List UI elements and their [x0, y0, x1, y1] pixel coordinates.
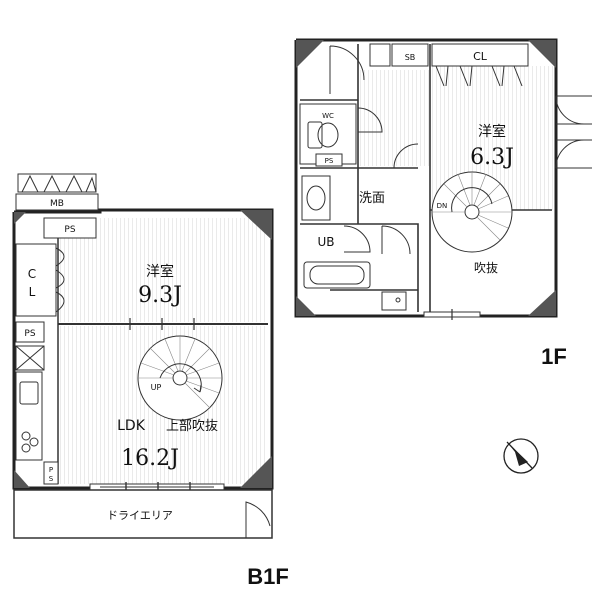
- f1-window-bottom: [423, 309, 481, 320]
- b1f-ps-mid-label: PS: [24, 329, 35, 339]
- f1-corner-bl: [296, 296, 316, 316]
- b1f-dry-area-box: [13, 489, 273, 539]
- f1-hall-floor: [360, 70, 430, 166]
- b1f-ps-top-box: [43, 217, 97, 239]
- washbasin-icon: [301, 175, 331, 221]
- b1f-closet-doors: [55, 247, 65, 313]
- toilet-icon: [307, 121, 339, 149]
- b1f-corner-br: [240, 456, 272, 488]
- b1f-corner-bl: [14, 470, 30, 488]
- f1-stair-down-label: DN: [437, 202, 448, 210]
- f1-sb-box: [391, 43, 429, 67]
- f1-wc-door: [357, 107, 383, 133]
- f1-drain-box: [381, 291, 407, 311]
- b1f-mb-label: MB: [50, 199, 64, 209]
- b1f-ps-bottom-box: [43, 461, 59, 485]
- b1f-western-room-size: 9.3J: [138, 283, 182, 308]
- b1f-stair-up-label: UP: [151, 383, 162, 392]
- b1f-western-room-name: 洋室: [146, 263, 174, 280]
- b1f-partition-ticks: [129, 318, 195, 330]
- north-arrow-icon: [503, 438, 539, 474]
- stove-burner-icon: [21, 431, 31, 441]
- f1-washroom-door: [393, 143, 419, 169]
- b1f-ps-bottom-label-2: S: [49, 475, 54, 483]
- f1-floor-label: 1F: [541, 344, 567, 369]
- f1-plan: SB CL WC PS 洗面 UB: [294, 38, 592, 369]
- b1f-floor-label: B1F: [247, 564, 289, 589]
- b1f-spiral-stair: [137, 335, 223, 421]
- f1-spiral-stair: [431, 171, 513, 253]
- b1f-corner-tl: [14, 212, 26, 224]
- f1-entry-door: [329, 45, 365, 94]
- f1-window-right: [555, 95, 592, 169]
- b1f-ps-bottom-label-1: P: [49, 466, 53, 474]
- f1-ps-box: [315, 153, 343, 167]
- f1-closet-doors: [435, 65, 523, 87]
- f1-closet-label: CL: [473, 50, 488, 63]
- b1f-corner-tr: [240, 210, 272, 240]
- b1f-ps-mid-box: [15, 321, 45, 343]
- f1-ub-door: [343, 225, 371, 253]
- f1-ps-label: PS: [325, 157, 334, 165]
- f1-washroom-label: 洗面: [359, 191, 385, 206]
- f1-ub-label: UB: [317, 235, 334, 249]
- f1-sb-label: SB: [405, 53, 416, 62]
- b1f-dry-area-label: ドライエリア: [107, 509, 173, 522]
- b1f-ldk-note: 上部吹抜: [166, 418, 218, 434]
- b1f-closet-box: [15, 243, 57, 317]
- f1-western-room-name: 洋室: [478, 123, 506, 140]
- f1-western-room-size: 6.3J: [470, 145, 514, 170]
- f1-closet-box: [431, 43, 529, 67]
- b1f-closet-label-2: L: [29, 285, 36, 299]
- b1f-shaft-box: [15, 345, 45, 371]
- f1-corner-br: [528, 290, 556, 316]
- bathtub-icon: [303, 261, 371, 289]
- f1-storage-door: [381, 225, 411, 255]
- b1f-ldk-size: 16.2J: [121, 446, 179, 471]
- b1f-kitchen: [15, 371, 43, 461]
- sink-icon: [19, 381, 39, 405]
- b1f-plan: MB PS C L PS P S: [12, 173, 289, 589]
- f1-wc-label: WC: [322, 112, 334, 120]
- f1-void-label: 吹抜: [474, 261, 498, 275]
- b1f-window-top: [17, 173, 97, 193]
- b1f-mb-box: [15, 193, 99, 211]
- f1-sb-side: [369, 43, 391, 67]
- b1f-closet-label-1: C: [28, 267, 36, 281]
- f1-corner-tr: [528, 40, 556, 68]
- b1f-dry-area-door: [245, 501, 271, 538]
- f1-corner-tl: [296, 40, 324, 68]
- b1f-ldk-name: LDK: [117, 418, 146, 434]
- b1f-ps-top-label: PS: [64, 225, 75, 235]
